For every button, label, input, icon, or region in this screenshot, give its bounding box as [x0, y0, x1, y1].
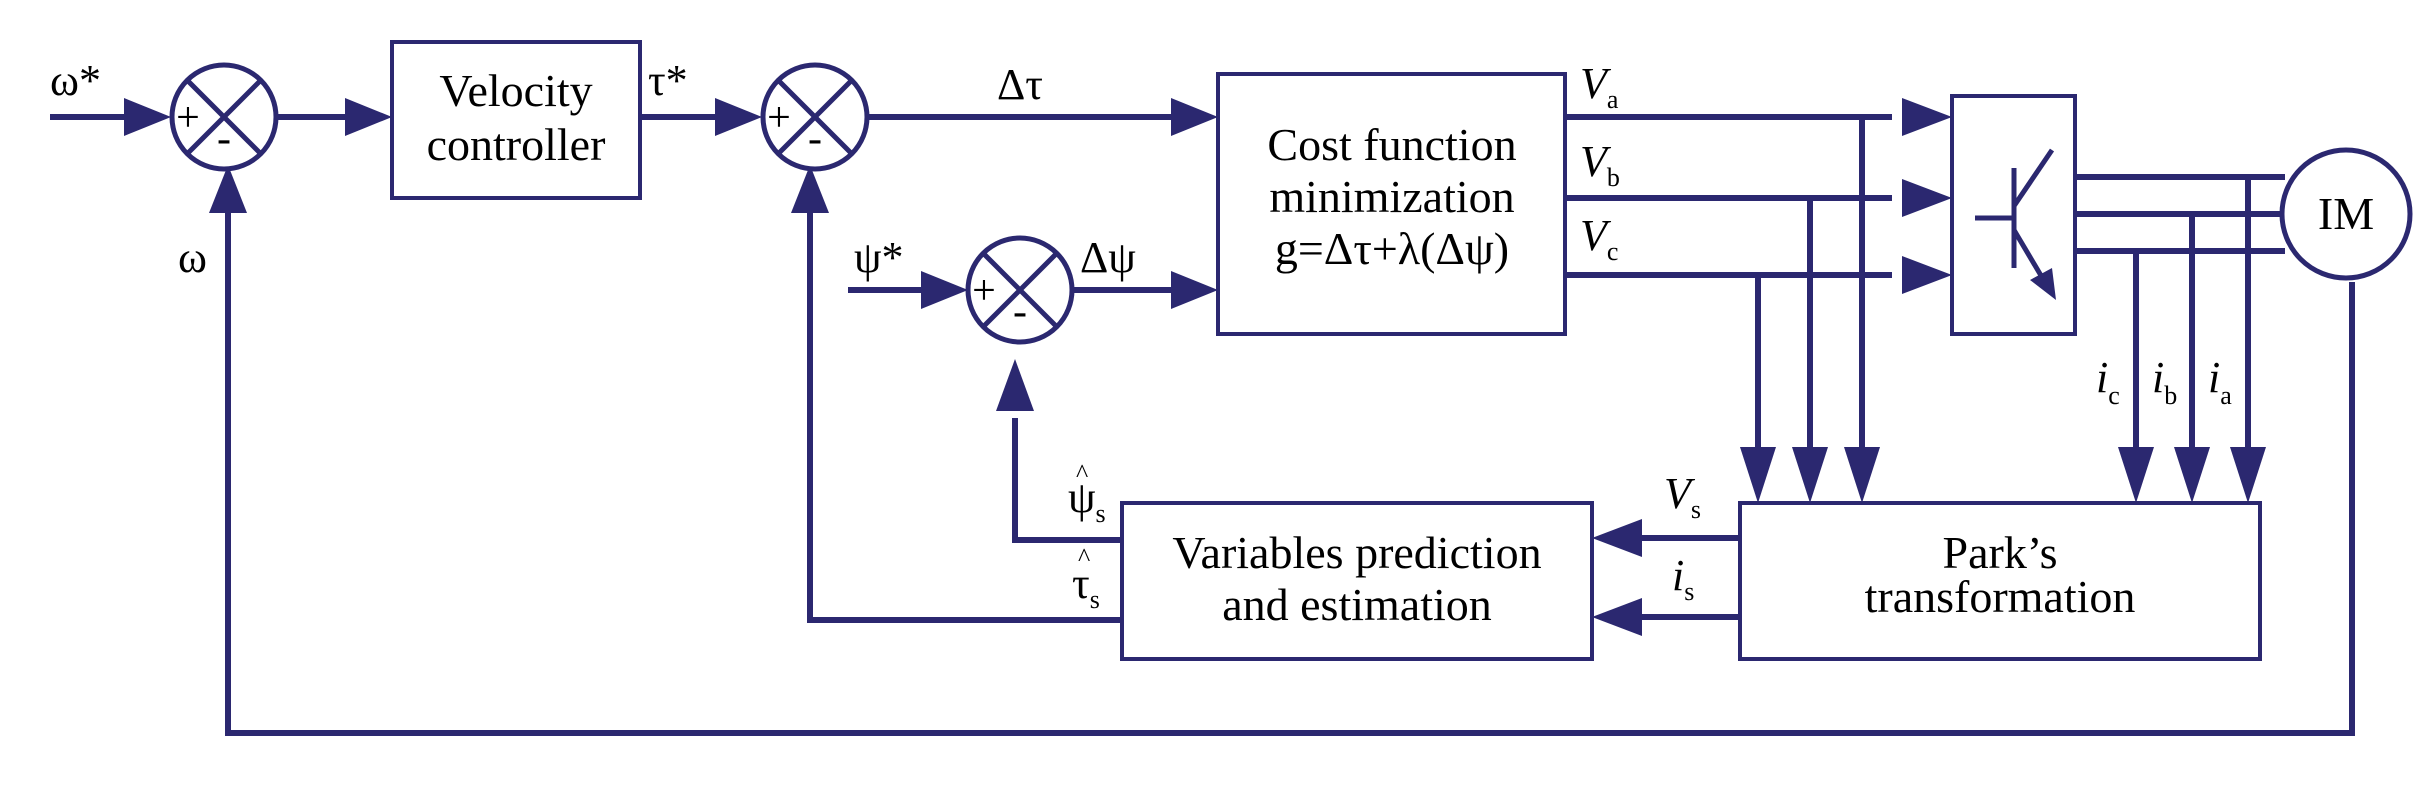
arrow-va	[1902, 98, 1952, 136]
arrow-vc-tap	[1740, 447, 1776, 503]
arrow-psi-hat	[996, 359, 1034, 411]
signal-wires	[50, 114, 2355, 736]
speed-junction-minus: -	[217, 116, 231, 162]
arrow-ic-tap	[2118, 447, 2154, 503]
torque-junction-plus: +	[767, 95, 791, 141]
arrow-speed-error	[345, 98, 392, 136]
arrow-psi-ref	[921, 271, 968, 309]
park-transformation-line1: Park’s	[1943, 527, 2058, 578]
arrow-vc	[1902, 256, 1952, 294]
wire-omega-feedback	[225, 195, 2355, 736]
transistor-switch-icon	[1975, 148, 2056, 300]
signal-labels: ω* ω τ* Δτ ψ* Δψ Va Vb Vc ic ib ia Vs is…	[50, 56, 2232, 614]
variables-prediction-line2: and estimation	[1222, 579, 1492, 630]
label-ib: ib	[2152, 353, 2177, 410]
velocity-controller-block: Velocity controller	[390, 40, 642, 200]
label-vs: Vs	[1664, 469, 1701, 524]
wire-psi-hat	[1012, 418, 1122, 543]
motor-label: IM	[2318, 188, 2374, 239]
arrowheads	[124, 98, 2266, 636]
speed-junction-plus: +	[176, 95, 200, 141]
label-va: Va	[1580, 59, 1619, 114]
arrow-delta-tau	[1171, 98, 1218, 136]
label-omega: ω	[178, 233, 207, 282]
label-psi-hat-accent: ^	[1076, 459, 1088, 488]
flux-summing-junction: + -	[965, 235, 1075, 345]
inverter-block	[1950, 94, 2077, 336]
variables-prediction-line1: Variables prediction	[1172, 527, 1541, 578]
label-tau-hat: τs	[1072, 559, 1100, 614]
cost-function-line2: minimization	[1269, 171, 1514, 222]
label-delta-tau: Δτ	[997, 60, 1043, 109]
arrow-vb-tap	[1792, 447, 1828, 503]
label-ic: ic	[2096, 353, 2120, 410]
label-psi-ref: ψ*	[854, 233, 904, 282]
wire-tau-hat	[807, 195, 1122, 623]
arrow-vs	[1592, 519, 1642, 557]
arrow-omega-feedback	[209, 165, 247, 213]
park-transformation-line2: transformation	[1865, 571, 2136, 622]
label-ia: ia	[2208, 353, 2232, 410]
label-vc: Vc	[1580, 211, 1618, 266]
arrow-delta-psi	[1171, 271, 1218, 309]
cost-function-line1: Cost function	[1267, 119, 1516, 170]
label-delta-psi: Δψ	[1080, 233, 1136, 282]
cost-function-block: Cost function minimization g=Δτ+λ(Δψ)	[1216, 72, 1567, 336]
velocity-controller-line2: controller	[427, 119, 606, 170]
torque-summing-junction: + -	[760, 62, 870, 172]
arrow-tau-hat	[791, 165, 829, 213]
label-vb: Vb	[1580, 137, 1620, 192]
arrow-is	[1592, 598, 1642, 636]
flux-junction-plus: +	[972, 268, 996, 314]
speed-summing-junction: + -	[169, 62, 279, 172]
label-tau-hat-accent: ^	[1078, 543, 1090, 572]
induction-motor: IM	[2279, 147, 2413, 281]
cost-function-line3: g=Δτ+λ(Δψ)	[1275, 223, 1509, 274]
arrow-va-tap	[1844, 447, 1880, 503]
arrow-tau-ref	[715, 98, 762, 136]
variables-prediction-block: Variables prediction and estimation	[1120, 501, 1594, 661]
arrow-ia-tap	[2230, 447, 2266, 503]
label-psi-hat: ψs	[1068, 473, 1106, 528]
arrow-omega-ref	[124, 98, 171, 136]
velocity-controller-line1: Velocity	[439, 65, 592, 116]
park-transformation-block: Park’s transformation	[1738, 501, 2262, 661]
label-omega-ref: ω*	[50, 56, 101, 105]
arrow-vb	[1902, 179, 1952, 217]
label-tau-ref: τ*	[648, 56, 688, 105]
torque-junction-minus: -	[808, 116, 822, 162]
arrow-ib-tap	[2174, 447, 2210, 503]
label-is: is	[1672, 551, 1694, 606]
flux-junction-minus: -	[1013, 289, 1027, 335]
